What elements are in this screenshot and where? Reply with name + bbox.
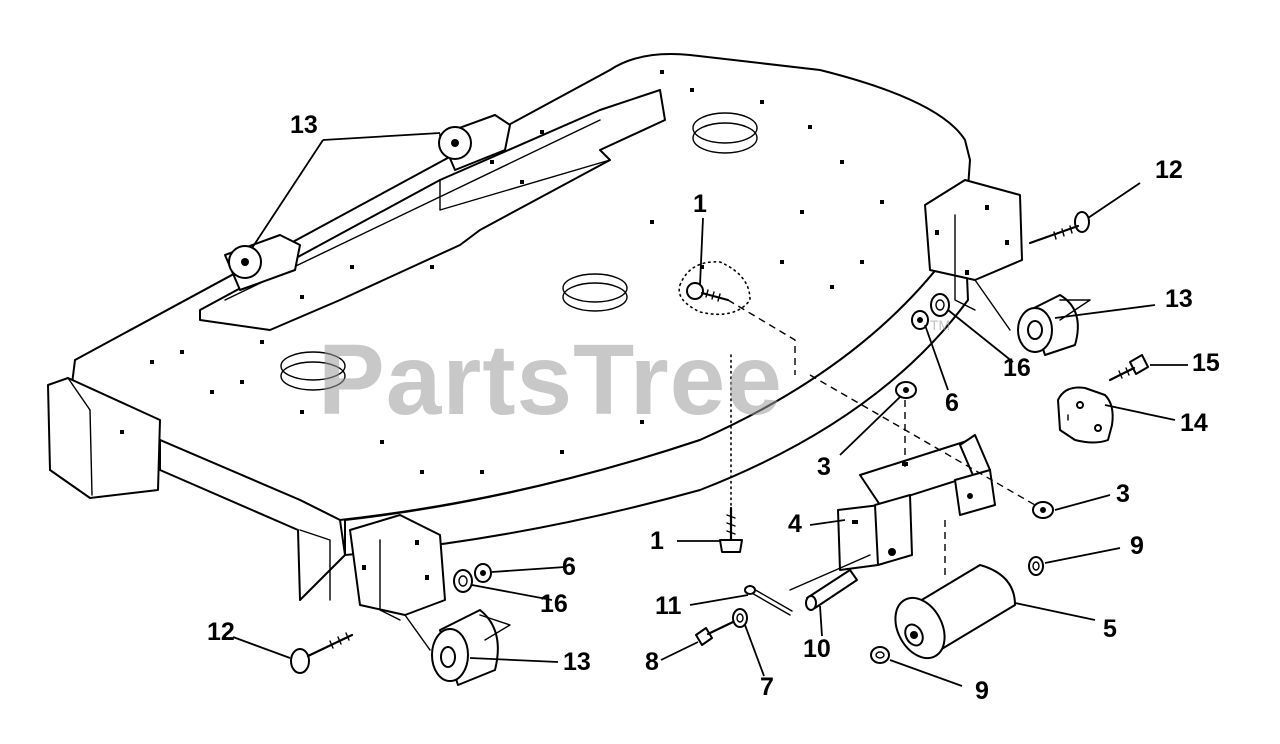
deck-holes	[120, 70, 884, 474]
part-roller-shaft	[805, 569, 858, 611]
callout-6-right: 6	[945, 389, 959, 417]
deck-shell	[69, 53, 971, 521]
part-washer-right	[930, 293, 950, 317]
part-nut-upper	[895, 381, 917, 399]
mower-deck	[47, 53, 1023, 651]
callout-13-rear: 13	[290, 111, 318, 139]
part-washer-9-lower	[870, 646, 890, 664]
watermark-trademark: TM	[930, 317, 950, 333]
part-bolt-lower	[719, 506, 743, 553]
left-wheel-bracket	[349, 514, 446, 651]
part-washer-9-upper	[1028, 556, 1044, 576]
part-washer-left	[453, 569, 473, 593]
part-nut-left	[474, 563, 492, 583]
callout-16-left: 16	[540, 590, 568, 618]
callout-10: 10	[803, 635, 831, 663]
spindle-opening-rear	[692, 112, 758, 154]
part-axle-bolt-right	[1028, 211, 1090, 245]
callout-1-upper: 1	[693, 190, 707, 218]
callout-12-left: 12	[207, 618, 235, 646]
callout-5: 5	[1103, 615, 1117, 643]
part-screw	[1108, 354, 1149, 382]
part-axle-bolt-left	[290, 632, 354, 674]
callout-15: 15	[1192, 349, 1220, 377]
leader-lines	[232, 132, 1188, 687]
callout-8: 8	[645, 648, 659, 676]
rear-wheel-bracket-left	[224, 234, 301, 291]
spindle-opening-center	[562, 273, 628, 312]
part-nut-lower	[1032, 501, 1054, 519]
callout-12-right: 12	[1155, 156, 1183, 184]
part-cotter-pin	[744, 585, 793, 616]
rear-wheel-bracket-right	[438, 114, 511, 171]
callout-9-upper: 9	[1130, 532, 1144, 560]
callout-11: 11	[655, 592, 682, 620]
part-washer-7	[732, 608, 748, 628]
callout-13-right: 13	[1165, 285, 1193, 313]
callout-16-right: 16	[1003, 354, 1031, 382]
part-nut-right	[911, 310, 929, 330]
deck-left-wall	[159, 439, 346, 601]
callout-13-left: 13	[563, 648, 591, 676]
watermark: PartsTree	[318, 324, 783, 436]
callout-labels: 13 1 12 13 15 14 16 6 3 3 4 1 9 5 9 6 16…	[207, 111, 1220, 705]
part-plate	[1057, 386, 1114, 444]
spindle-opening-front	[280, 351, 346, 391]
callout-14: 14	[1180, 409, 1208, 437]
part-bolt-8	[695, 620, 735, 646]
callout-3-upper: 3	[817, 453, 831, 481]
callout-1-lower: 1	[650, 527, 664, 555]
callout-7: 7	[760, 673, 774, 701]
part-gauge-wheel-left	[431, 609, 511, 686]
part-roller-bracket	[837, 434, 996, 571]
callout-4: 4	[788, 510, 802, 538]
callout-6-left: 6	[562, 553, 576, 581]
right-wheel-bracket	[924, 179, 1023, 331]
part-gauge-wheel-right	[1017, 294, 1091, 356]
deck-bolt-boss	[678, 261, 751, 316]
part-roller	[894, 564, 1016, 660]
assembly-guide-lines	[727, 299, 1036, 591]
part-bolt-upper	[686, 282, 730, 302]
callout-9-lower: 9	[975, 677, 989, 705]
callout-3-lower: 3	[1116, 480, 1130, 508]
